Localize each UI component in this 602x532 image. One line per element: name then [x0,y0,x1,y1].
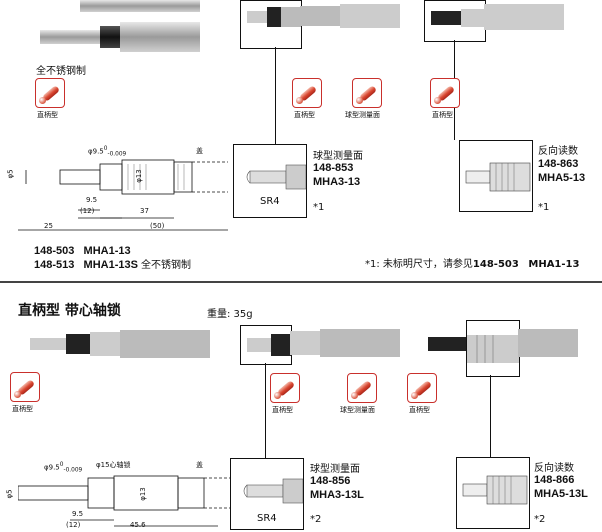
micrometer-photo-bottom-left [30,330,210,358]
model-name-mha5-13: MHA5-13 [538,172,586,184]
straight-shank-icon-bottom-right [407,373,437,403]
dim-phi-spindle-b: φ9.50-0.009 [44,462,83,474]
straight-shank-icon-right [430,78,460,108]
detail-box-reverse-drawing [459,140,533,212]
micrometer-head-photo-top-left [40,0,200,52]
detail-box-sr4-bottom: SR4 [230,458,304,530]
dim-d3-b: 45.6 [130,521,146,529]
detail-box-reverse-top [424,0,486,42]
dim-phi-shank: φ5 [6,169,15,179]
straight-shank-icon-bottom [10,372,40,402]
dimension-drawing-top [18,159,228,231]
leader-line-bottom-right [490,375,491,457]
footnote-mark-right: *1 [538,202,550,213]
model-code-148-866: 148-866 [534,474,575,486]
model-name-mha3-13: MHA3-13 [313,176,361,188]
icon-label-bottom-mid-2: 球型测量面 [340,406,375,414]
micrometer-photo-top-mid [300,4,400,28]
icon-label-mid-1: 直柄型 [294,111,315,119]
model-code-148-856: 148-856 [310,475,351,487]
tip-label-sr4-b: SR4 [257,513,277,524]
dim-phi-spindle: φ9.50-0.009 [88,146,127,158]
model-name-mha3-13l: MHA3-13L [310,489,364,501]
material-note: 全不锈钢制 [36,66,86,77]
icon-label-bottom-mid-1: 直柄型 [272,406,293,414]
dim-d3: 37 [140,207,149,215]
tip-label-sr4: SR4 [260,196,280,207]
dim-d4: 25 [44,222,53,230]
detail-box-sr4-top: SR4 [233,144,307,218]
dim-screw-b: 盖 [196,461,203,469]
icon-label-mid-2: 球型测量面 [345,111,380,119]
dim-screw: 盖 [196,147,203,155]
icon-label-straight-shank: 直柄型 [37,111,58,119]
detail-box-reverse-bottom [466,320,520,377]
variant-title-reverse-b: 反向读数 [534,463,574,474]
footnote-mark-bottom-mid: *2 [310,514,322,525]
model-row-2: 148-513 MHA1-13S 全不锈钢制 [34,259,192,271]
dim-d1: 9.5 [86,196,98,204]
variant-title-reverse: 反向读数 [538,146,578,157]
section-divider [0,281,602,283]
dimension-drawing-bottom [18,475,233,527]
weight-label: 重量: 35g [207,309,253,320]
footnote-mark-mid: *1 [313,202,325,213]
detail-box-reverse-drawing-b [456,457,530,529]
dim-d5: (50) [150,222,165,230]
ball-face-icon [352,78,382,108]
micrometer-photo-bottom-right [518,329,578,357]
model-name-mha5-13l: MHA5-13L [534,488,588,500]
variant-title-ball-b: 球型测量面 [310,464,360,475]
variant-title-ball: 球型测量面 [313,151,363,162]
model-code-148-863: 148-863 [538,158,579,170]
footnote-mark-bottom-right: *2 [534,514,546,525]
dim-d1-b: 9.5 [72,510,84,518]
detail-box-ball-bottom [240,325,292,365]
dim-phi-shank-b: φ5 [5,489,14,499]
dim-phi-thimble-b: φ13 [138,487,147,501]
dim-d2-b: (12) [66,521,81,529]
straight-shank-icon [35,78,65,108]
icon-label-bottom: 直柄型 [12,405,33,413]
ball-face-icon-bottom [347,373,377,403]
micrometer-photo-top-right [484,4,564,30]
leader-line-top-mid [275,47,276,144]
icon-label-bottom-right: 直柄型 [409,406,430,414]
micrometer-tip-bottom-right [428,337,468,351]
dim-d2: (12) [80,207,95,215]
model-code-148-853: 148-853 [313,162,354,174]
section-title-spindle-lock: 直柄型 带心轴锁 [18,303,121,319]
dim-phi-thimble: φ13 [134,169,143,183]
leader-line-bottom-mid [265,363,266,458]
straight-shank-icon-bottom-mid [270,373,300,403]
icon-label-right: 直柄型 [432,111,453,119]
dim-lock-label: φ15心轴锁 [96,461,131,469]
detail-box-ball-top [240,0,302,49]
footnote-text: *1: 未标明尺寸，请参见148-503 MHA1-13 [365,259,580,270]
model-row-1: 148-503 MHA1-13 [34,245,131,257]
micrometer-photo-bottom-mid [290,329,400,357]
straight-shank-icon-mid [292,78,322,108]
